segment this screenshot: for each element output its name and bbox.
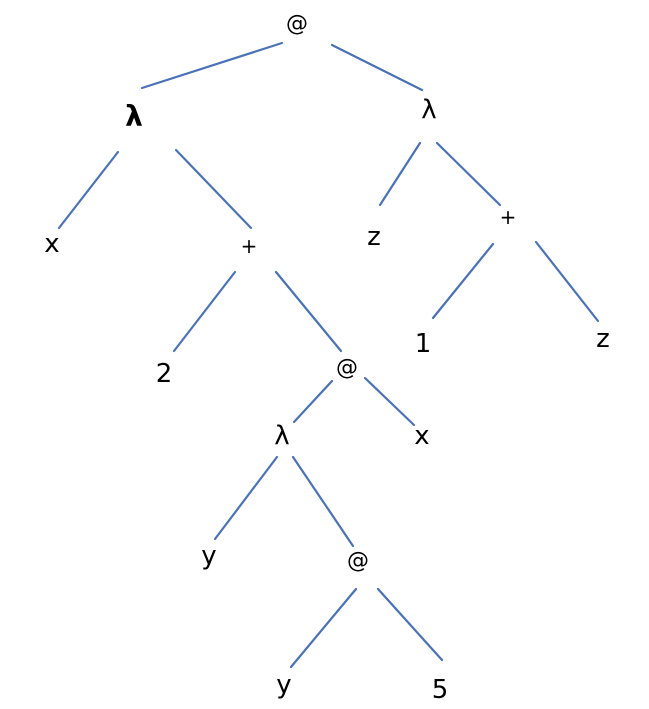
tree-edge-n_lambda_y-to-n_var_y_param <box>213 455 279 541</box>
tree-nodes: @ λ λ x + z +2 @1 z λ x y @ y 5 <box>44 12 610 706</box>
tree-node-app-inner: @ <box>347 549 369 574</box>
tree-edge-n_app_mid-to-n_var_x_arg <box>363 376 416 427</box>
tree-node-app-mid: @ <box>336 356 358 381</box>
tree-edge-n_lambda_z-to-n_var_z_param <box>378 141 422 207</box>
tree-node-var-y-param: y <box>201 541 216 571</box>
tree-node-num-5: 5 <box>432 675 449 705</box>
tree-node-var-z-body: z <box>596 324 610 354</box>
tree-edge-n_lambda_y-to-n_app_inner <box>291 455 355 548</box>
tree-node-num-2: 2 <box>156 359 173 389</box>
tree-node-num-1: 1 <box>415 329 432 359</box>
tree-node-lambda-y: λ <box>274 421 289 451</box>
tree-edge-n_app_mid-to-n_lambda_y <box>292 379 334 424</box>
tree-edge-n_app_inner-to-n_var_y_body <box>289 587 358 669</box>
tree-edge-n_lambda_x-to-n_var_x <box>57 150 120 230</box>
tree-node-lambda-z: λ <box>421 95 436 125</box>
tree-edge-n_app_root-to-n_lambda_x <box>140 41 284 90</box>
tree-node-app-root: @ <box>286 12 308 37</box>
tree-node-var-y-body: y <box>276 670 291 700</box>
tree-edge-n_lambda_z-to-n_plus_right <box>435 141 502 207</box>
tree-node-lambda-x: λ <box>125 100 143 133</box>
tree-edge-n_app_inner-to-n_num_5 <box>376 587 444 662</box>
tree-node-plus-left: + <box>241 234 258 258</box>
tree-node-var-x-arg: x <box>414 421 429 451</box>
tree-edge-n_plus_left-to-n_app_mid <box>274 270 343 353</box>
tree-edges <box>57 41 600 669</box>
tree-node-var-x: x <box>44 229 59 259</box>
tree-node-plus-right: + <box>500 205 517 229</box>
tree-edge-n_plus_right-to-n_num_1 <box>431 242 495 320</box>
tree-edge-n_lambda_x-to-n_plus_left <box>174 148 253 230</box>
tree-edge-n_app_root-to-n_lambda_z <box>330 43 424 92</box>
tree-node-var-z-param: z <box>367 222 381 252</box>
tree-edge-n_plus_right-to-n_var_z_body <box>534 240 600 323</box>
tree-edge-n_plus_left-to-n_num_2 <box>172 270 237 353</box>
